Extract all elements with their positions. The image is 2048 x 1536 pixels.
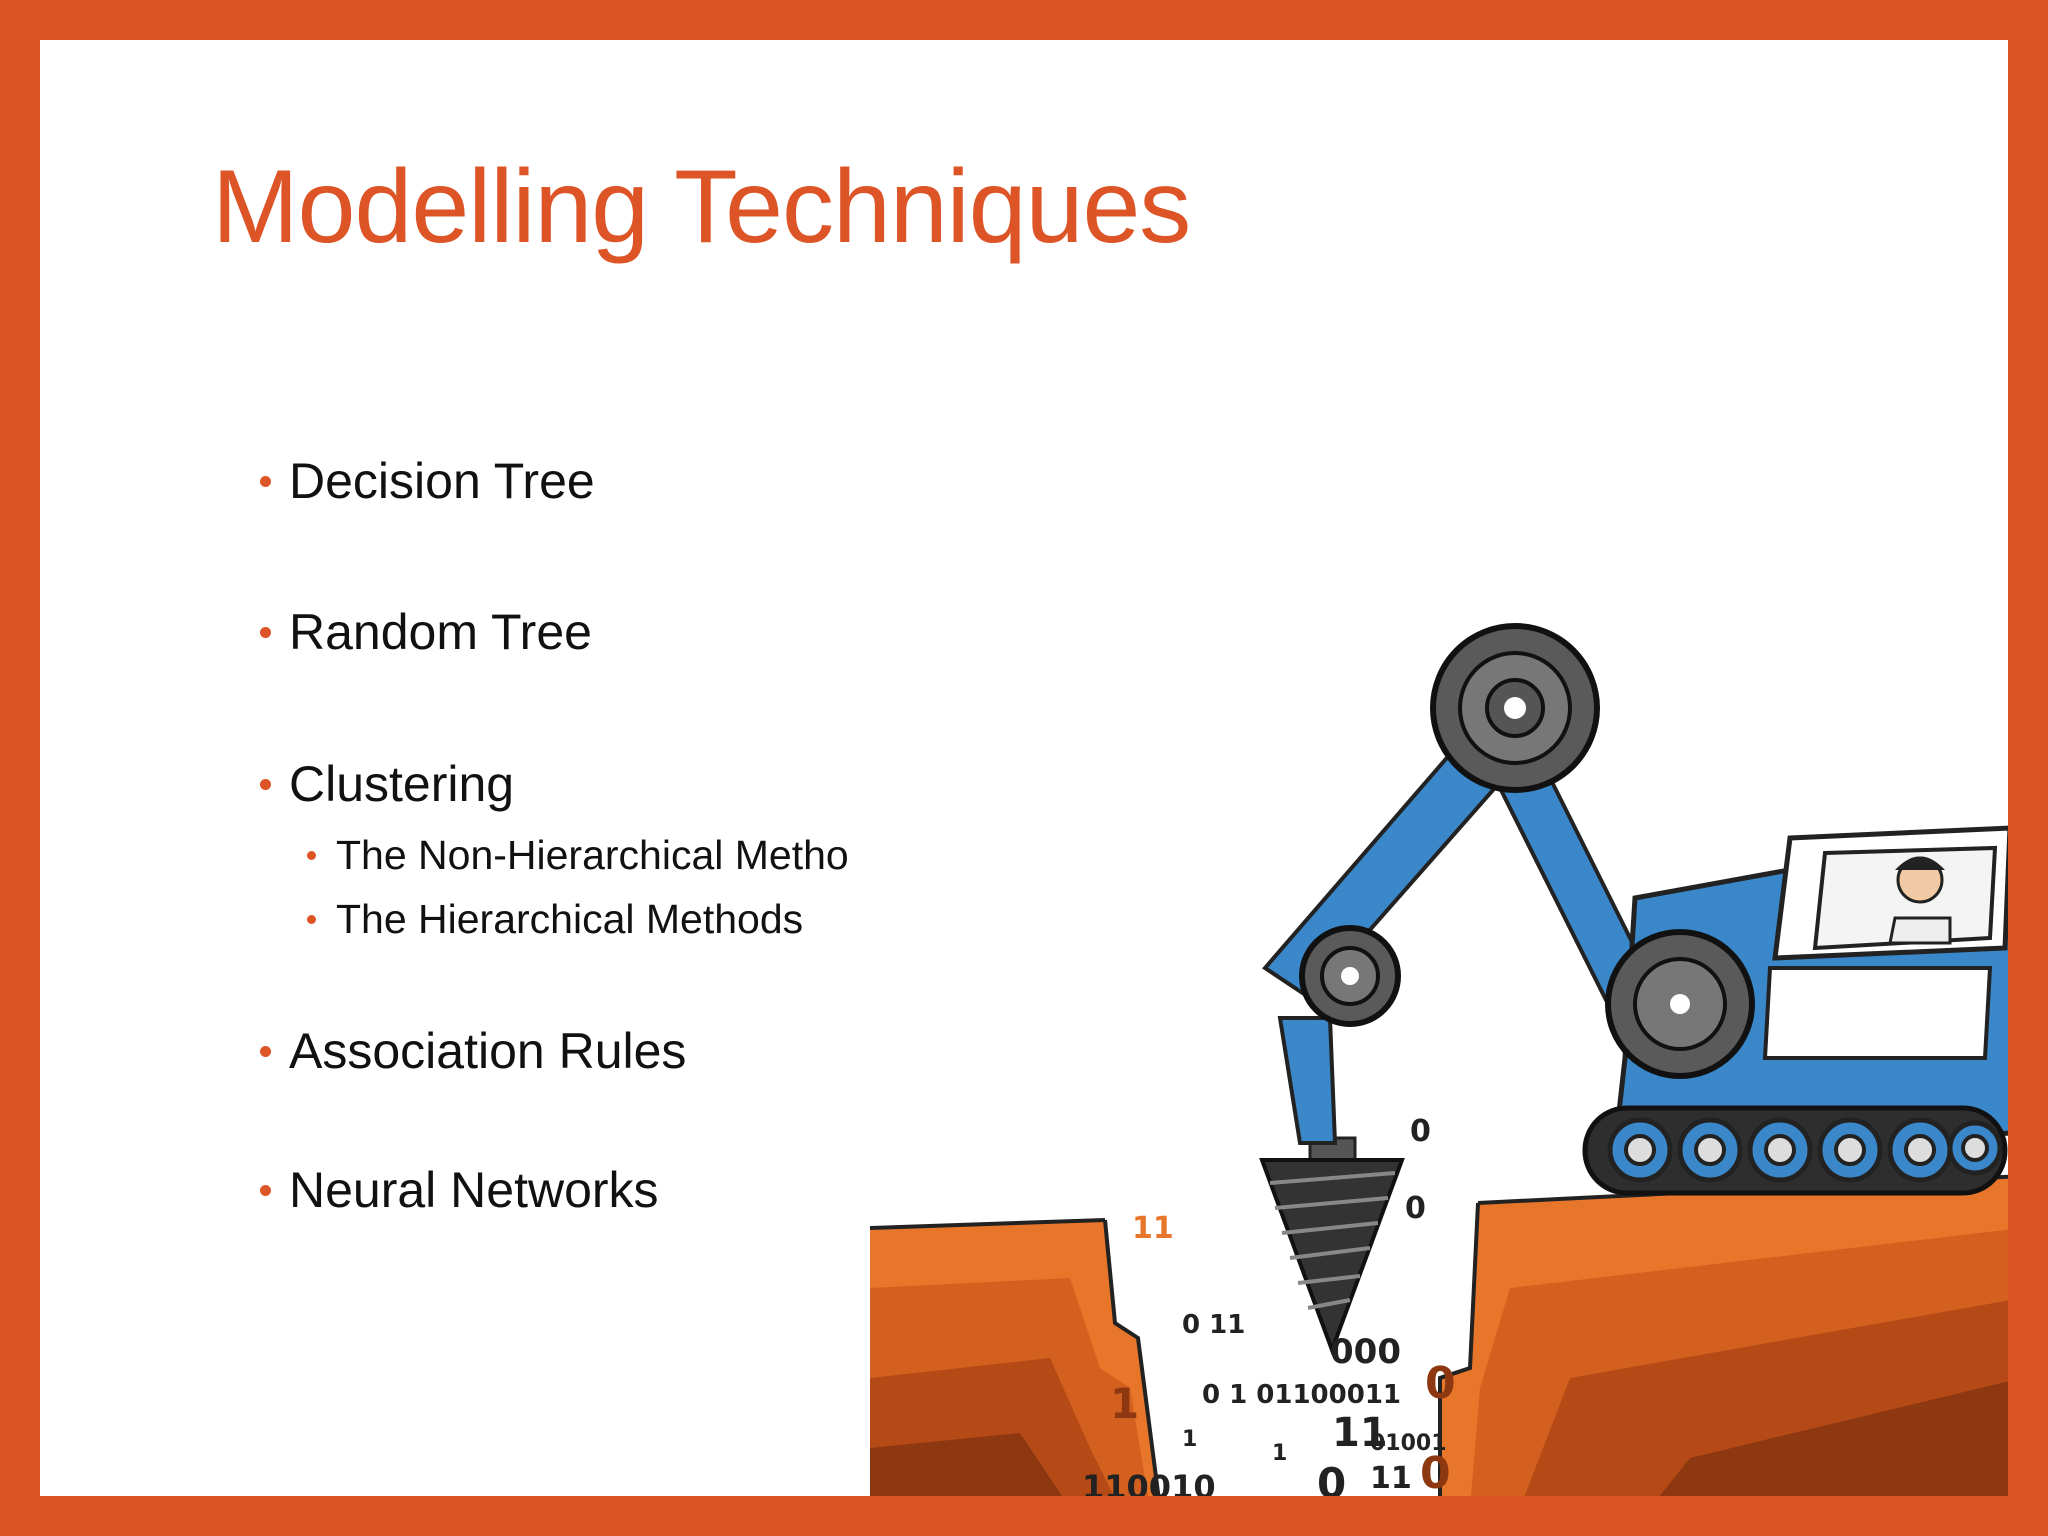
- svg-text:1: 1: [1272, 1441, 1287, 1466]
- svg-text:0: 0: [1420, 1448, 1451, 1496]
- svg-text:0: 0: [1317, 1459, 1346, 1496]
- ground: [870, 1174, 2008, 1496]
- svg-text:1: 1: [1182, 1427, 1197, 1452]
- sub-bullet-hierarchical: The Hierarchical Methods: [307, 896, 803, 943]
- bullet-text: Neural Networks: [289, 1162, 659, 1218]
- bullet-dot-icon: [260, 626, 271, 638]
- svg-text:11: 11: [1332, 1410, 1388, 1456]
- bullet-neural-networks: Neural Networks: [260, 1161, 659, 1219]
- svg-text:000: 000: [1330, 1332, 1401, 1372]
- svg-text:0: 0: [1405, 1191, 1426, 1226]
- bullet-text: Random Tree: [289, 604, 592, 660]
- svg-text:0 1 01100011: 0 1 01100011: [1202, 1380, 1401, 1410]
- gear-icon: [1299, 623, 1755, 1079]
- svg-text:01001: 01001: [1370, 1431, 1447, 1456]
- bullet-dot-icon: [260, 778, 271, 790]
- bullet-dot-icon: [307, 915, 316, 924]
- sub-bullet-non-hierarchical: The Non-Hierarchical Metho: [307, 832, 849, 879]
- bullet-text: The Hierarchical Methods: [336, 896, 804, 942]
- bullet-text: Decision Tree: [289, 453, 595, 509]
- bullet-text: The Non-Hierarchical Metho: [336, 832, 849, 878]
- svg-text:1: 1: [1110, 1379, 1139, 1428]
- bullet-dot-icon: [260, 1184, 271, 1196]
- bullet-text: Clustering: [289, 756, 515, 812]
- slide: Modelling Techniques Decision Tree Rando…: [40, 40, 2008, 1496]
- svg-text:0 11: 0 11: [1182, 1310, 1245, 1340]
- drill-bit: [1259, 1136, 1405, 1356]
- svg-text:11: 11: [1132, 1211, 1174, 1246]
- bullet-text: Association Rules: [289, 1023, 687, 1079]
- bullet-random-tree: Random Tree: [260, 603, 592, 661]
- bullet-dot-icon: [307, 851, 316, 860]
- bullet-dot-icon: [260, 475, 271, 487]
- svg-text:0: 0: [1410, 1114, 1431, 1149]
- excavator-illustration: 11 0 11 000 0 1 01100011 1 1 1 11 01001 …: [870, 623, 2008, 1496]
- svg-text:110010: 110010: [1082, 1468, 1216, 1496]
- bullet-clustering: Clustering: [260, 755, 514, 813]
- svg-text:0: 0: [1425, 1358, 1456, 1409]
- excavator-body: [1582, 825, 2008, 1196]
- bullet-decision-tree: Decision Tree: [260, 452, 595, 510]
- binary-digits: 11 0 11 000 0 1 01100011 1 1 1 11 01001 …: [1082, 1114, 1456, 1496]
- svg-text:11: 11: [1370, 1461, 1412, 1496]
- slide-title: Modelling Techniques: [212, 149, 1191, 265]
- bullet-dot-icon: [260, 1045, 271, 1057]
- bullet-association-rules: Association Rules: [260, 1022, 686, 1080]
